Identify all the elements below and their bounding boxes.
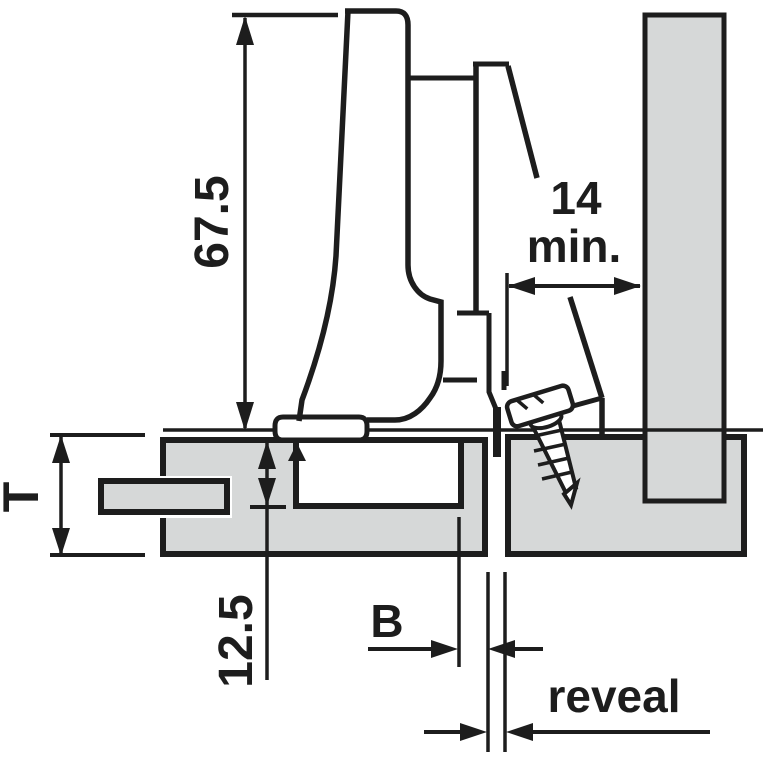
screw-axis-line-upper	[505, 65, 540, 179]
hinge-cup-flange	[272, 414, 370, 443]
screw-head-body	[504, 383, 576, 429]
dim-reveal: reveal	[424, 572, 710, 752]
door-panel	[98, 437, 488, 557]
dim-clearance-value: 14	[550, 172, 602, 224]
dim-bore-distance-label: B	[370, 595, 403, 647]
screw-tip	[561, 477, 581, 510]
dim-door-thickness: T	[0, 433, 145, 557]
wall-panel	[642, 12, 727, 504]
dim-clearance-suffix: min.	[527, 220, 622, 272]
mounting-screw	[504, 383, 581, 510]
dim-door-thickness-label: T	[0, 482, 49, 513]
arrowhead-right	[614, 277, 641, 295]
hinge-cup-bore-outline	[293, 441, 464, 509]
arrowhead-up	[52, 435, 70, 463]
arm-left-contour	[296, 10, 351, 422]
screw-threads	[529, 428, 573, 481]
arm-right-contour	[345, 8, 444, 423]
plate-lower-edge	[486, 313, 499, 410]
arrowhead-left-opposing	[488, 640, 515, 658]
arrowhead-down	[258, 478, 276, 506]
dim-arm-height: 67.5	[186, 12, 338, 431]
dim-arm-height-label: 67.5	[186, 175, 239, 268]
arrowhead-up	[258, 441, 276, 469]
screw-axis-line-lower	[567, 296, 605, 399]
arrowhead-down	[236, 402, 254, 431]
dim-drilling-depth-label: 12.5	[210, 594, 263, 687]
inset-panel	[98, 478, 230, 515]
dim-min-clearance: 14 min.	[505, 172, 641, 386]
arrowhead-right	[460, 723, 487, 741]
arrowhead-right	[431, 640, 458, 658]
arrowhead-left	[508, 277, 535, 295]
dim-bore-distance: B	[368, 517, 543, 667]
arrowhead-up	[236, 16, 254, 45]
arrowhead-left	[506, 723, 533, 741]
cup-rim-wedge	[288, 443, 306, 461]
screw-head	[504, 383, 576, 429]
arrowhead-down	[52, 528, 70, 556]
dim-drilling-depth: 12.5	[210, 438, 286, 688]
hinge-cup-bore	[299, 443, 458, 503]
hinge-arm	[272, 8, 477, 443]
dim-reveal-label: reveal	[547, 670, 680, 722]
screw-drive-icon	[516, 393, 545, 411]
